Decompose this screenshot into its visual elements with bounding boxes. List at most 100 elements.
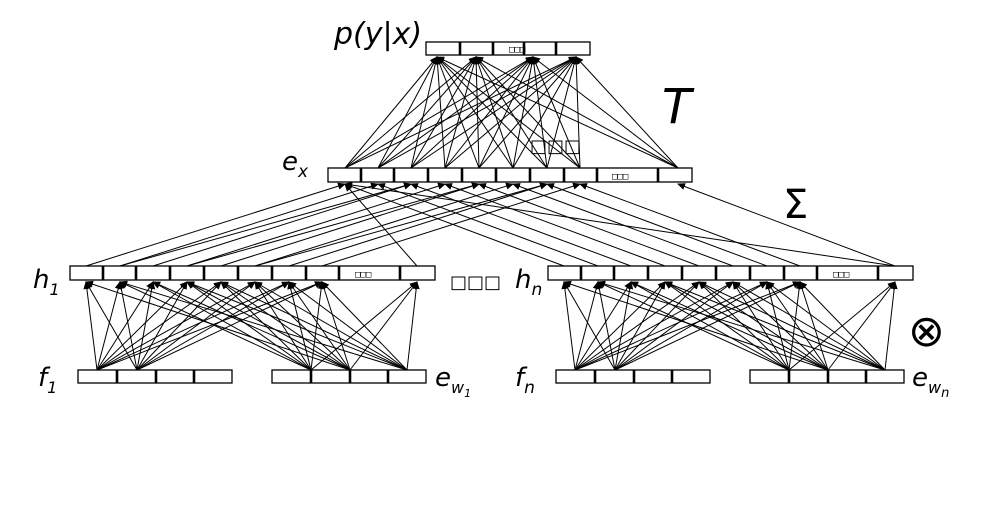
input-to-hn-arrow [732, 281, 886, 371]
fn-input [555, 369, 711, 384]
hn-to-ex-arrow [344, 183, 565, 267]
output-label: p(y|x) [333, 17, 422, 52]
fn-label-sub: n [524, 378, 535, 398]
input-to-hn-arrow [563, 281, 616, 371]
ex-to-output-arrow [575, 56, 679, 169]
input-to-hn-arrow [595, 281, 616, 371]
ex-to-output-arrow [436, 56, 581, 169]
input-to-h1-arrow [152, 281, 351, 371]
input-to-hn-arrow [574, 281, 632, 371]
input-to-hn-arrow [597, 280, 886, 371]
ex-to-output-arrow [478, 56, 534, 169]
h1-label: h1 [33, 265, 60, 299]
h1-layer-ellipsis: □□□ [355, 270, 372, 280]
ex-to-output-arrow [532, 56, 679, 169]
ex-to-output-arrow [512, 56, 536, 169]
ex-to-output-arrow [475, 56, 581, 169]
input-to-hn-arrow [664, 281, 790, 371]
input-to-h1-arrow [254, 281, 408, 371]
input-to-h1-arrow [96, 281, 222, 371]
hn-to-ex-arrow [410, 183, 632, 267]
input-to-h1-arrow [321, 281, 408, 371]
h1-layer: □□□ [69, 265, 436, 281]
input-to-h1-arrow [85, 281, 138, 371]
ex-to-output-arrow [512, 56, 577, 169]
input-to-h1-arrow [136, 281, 256, 371]
input-to-hn-arrow [614, 281, 734, 371]
h1-to-ex-arrow [152, 182, 412, 267]
hn-to-ex-arrow [677, 183, 896, 267]
input-to-h1-arrow [96, 281, 188, 371]
h1-to-ex-arrow [186, 182, 446, 267]
ex-to-output-arrow [344, 56, 534, 169]
input-to-h1-arrow [136, 281, 156, 371]
hn-to-ex-arrow [478, 183, 700, 267]
f1-input [77, 369, 233, 384]
product-symbol: ⊗ [908, 306, 945, 357]
fn-label: fn [515, 363, 535, 398]
connection-arrows [83, 56, 898, 371]
ex-label-sub: x [297, 162, 309, 182]
input-to-hn-arrow [799, 281, 886, 371]
h1-label-sub: 1 [49, 280, 59, 299]
input-to-h1-arrow [83, 281, 98, 371]
input-to-hn-arrow [574, 281, 734, 371]
ex-label: ex [282, 147, 309, 182]
input-to-hn-arrow [788, 281, 803, 371]
input-to-hn-arrow [630, 281, 829, 371]
ex-to-output-arrow [444, 56, 534, 169]
ellipsis-middle: □□□ [530, 136, 581, 157]
ex-to-output-arrow [377, 56, 477, 169]
hn-to-ex-arrow [377, 183, 599, 267]
ex-to-output-arrow [436, 56, 514, 169]
hn-to-ex-arrow [444, 183, 666, 267]
input-to-h1-arrow [406, 281, 420, 371]
input-to-h1-arrow [220, 281, 351, 371]
hn-layer: □□□ [547, 265, 914, 281]
input-to-h1-arrow [96, 281, 256, 371]
input-to-h1-arrow [220, 281, 408, 371]
input-to-hn-arrow [614, 281, 768, 371]
input-to-h1-arrow [85, 280, 351, 371]
ex-to-output-arrow [377, 56, 438, 169]
input-to-hn-arrow [732, 281, 829, 371]
hn-to-ex-arrow [546, 183, 768, 267]
h1-to-ex-arrow [119, 182, 379, 267]
input-to-h1-arrow [288, 281, 351, 371]
sum-symbol: Σ [783, 182, 808, 228]
input-to-hn-arrow [614, 281, 634, 371]
ex-layer-ellipsis: □□□ [612, 172, 629, 182]
ex-to-output-arrow [436, 56, 480, 169]
input-to-hn-arrow [827, 281, 896, 371]
h1-to-ex-arrow [288, 182, 548, 267]
input-to-h1-arrow [310, 281, 325, 371]
ewn-label: ewn [912, 363, 949, 401]
ex-to-output-arrow [410, 56, 477, 169]
input-to-h1-arrow [288, 281, 408, 371]
output-layer-ellipsis: □□□ [509, 45, 526, 55]
input-to-h1-arrow [136, 281, 290, 371]
h1-to-ex-arrow [254, 182, 548, 267]
input-to-hn-arrow [574, 281, 700, 371]
input-to-h1-arrow [186, 281, 312, 371]
ex-to-output-arrow [410, 56, 577, 169]
hn-label-sub: n [531, 280, 542, 300]
input-to-hn-arrow [664, 281, 886, 371]
input-to-hn-arrow [597, 281, 790, 371]
h1-to-ex-arrow [85, 182, 346, 267]
input-to-h1-arrow [117, 281, 138, 371]
input-to-hn-arrow [766, 281, 829, 371]
hn-label: hn [515, 265, 542, 300]
input-to-h1-arrow [119, 281, 312, 371]
ew1-input [271, 369, 427, 384]
f1-label-sub: 1 [47, 378, 57, 397]
input-to-h1-arrow [152, 281, 312, 371]
input-to-h1-arrow [186, 281, 351, 371]
input-to-h1-arrow [220, 281, 312, 371]
ex-to-output-arrow [475, 56, 679, 169]
ex-to-output-arrow [377, 56, 534, 169]
ellipsis-between-h: □□□ [450, 272, 501, 293]
input-to-h1-arrow [96, 281, 122, 371]
ex-to-output-arrow [546, 56, 578, 169]
